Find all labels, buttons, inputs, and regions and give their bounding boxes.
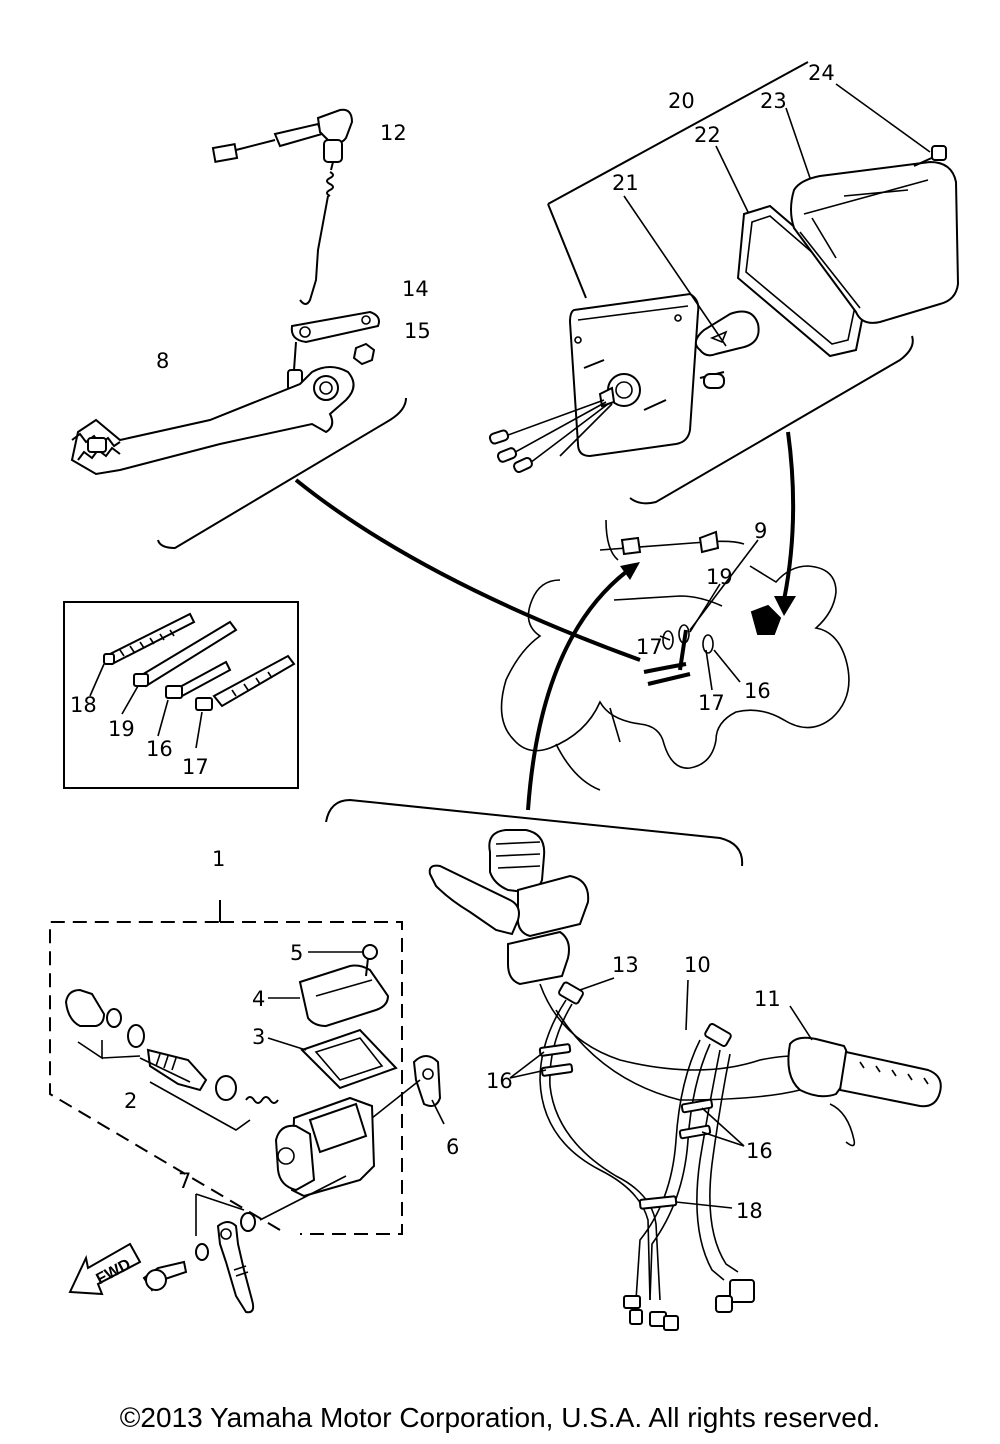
callout-16-inset: 16 [146, 737, 173, 761]
handlebar-group [325, 798, 942, 1331]
callout-20: 20 [668, 89, 695, 113]
callout-16-handlebar-right: 16 [746, 1139, 773, 1163]
callout-16-handlebar-left: 16 [486, 1069, 513, 1093]
callout-12: 12 [380, 121, 407, 145]
callout-17-inset: 17 [182, 755, 209, 779]
callout-1: 1 [212, 847, 225, 871]
callout-19-locator: 19 [706, 565, 733, 589]
tail-light-group [488, 61, 960, 505]
callout-15: 15 [404, 319, 431, 343]
callout-9: 9 [754, 519, 767, 543]
callout-7: 7 [178, 1169, 191, 1193]
callout-17-locator-upper: 17 [636, 635, 663, 659]
callout-8: 8 [156, 349, 169, 373]
brake-pedal-group [70, 108, 407, 550]
callout-2: 2 [124, 1089, 137, 1113]
callout-5: 5 [290, 941, 303, 965]
callout-23: 23 [760, 89, 787, 113]
callout-6: 6 [446, 1135, 459, 1159]
callout-4: 4 [252, 987, 265, 1011]
callout-labels: 1 2 3 4 5 6 7 8 9 10 11 12 13 14 15 16 1… [70, 61, 835, 1223]
callout-16-locator: 16 [744, 679, 771, 703]
connector-arrows [294, 431, 796, 811]
callout-11: 11 [754, 987, 781, 1011]
callout-3: 3 [252, 1025, 265, 1049]
callout-18-inset: 18 [70, 693, 97, 717]
callout-24: 24 [808, 61, 835, 85]
callout-17-locator-lower: 17 [698, 691, 725, 715]
callout-21: 21 [612, 171, 639, 195]
fwd-arrow: FWD [68, 1242, 142, 1296]
callout-19-inset: 19 [108, 717, 135, 741]
master-cylinder-kit [49, 900, 445, 1314]
cable-tie-inset [63, 601, 299, 789]
callout-14: 14 [402, 277, 429, 301]
copyright-notice: ©2013 Yamaha Motor Corporation, U.S.A. A… [119, 1402, 881, 1433]
callout-13: 13 [612, 953, 639, 977]
vehicle-locator [500, 519, 850, 791]
callout-18-handlebar: 18 [736, 1199, 763, 1223]
callout-22: 22 [694, 123, 721, 147]
callout-10: 10 [684, 953, 711, 977]
